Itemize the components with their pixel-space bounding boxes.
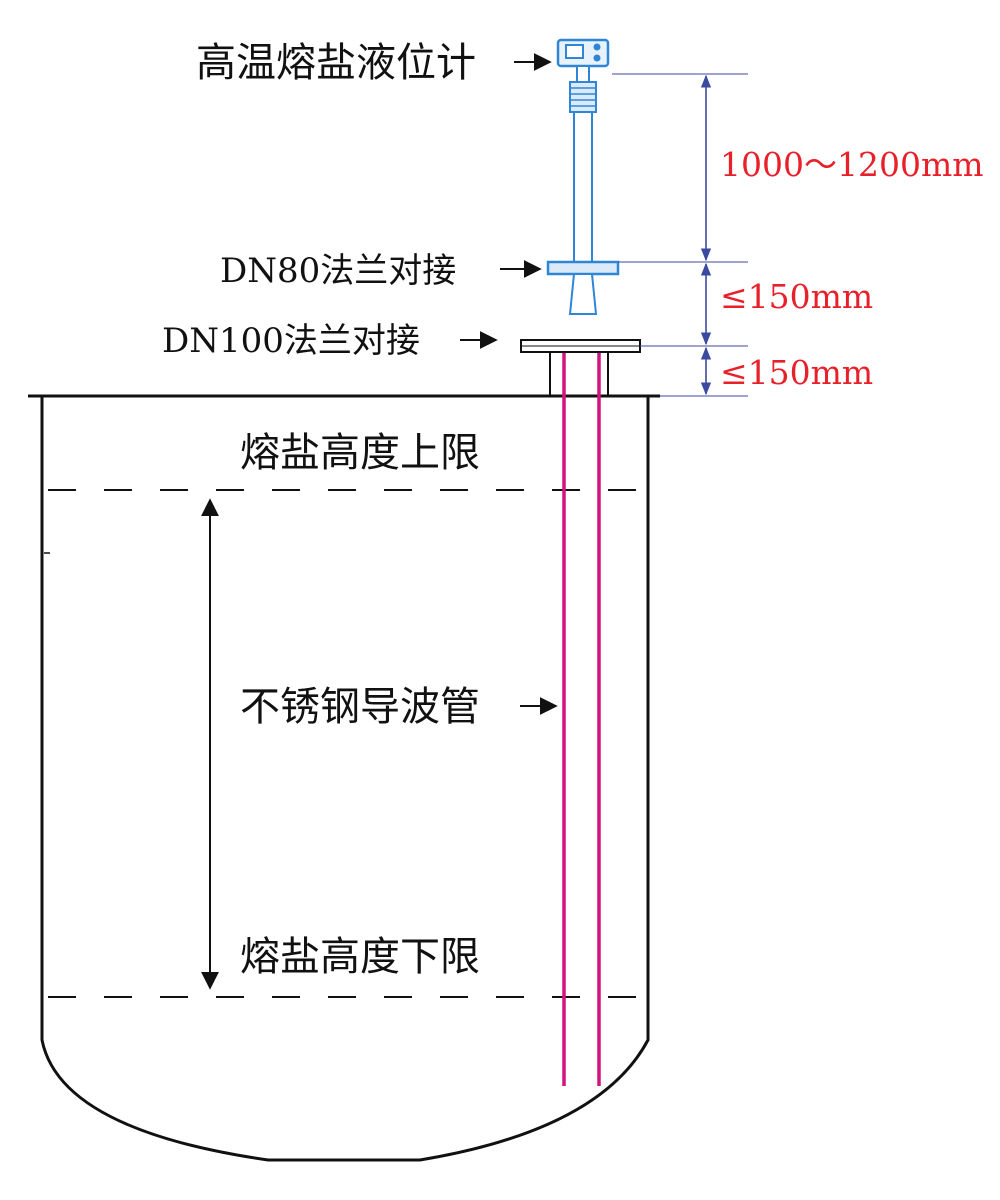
instrument-neck [576,65,590,83]
tank-outline [40,396,650,1162]
probe-length-text: 1000～1200mm [720,145,984,184]
dn80-flange [546,260,620,276]
guide-tube [562,340,601,1086]
display-window-icon [565,44,584,59]
dn80-flange-label: DN80法兰对接 [220,251,456,291]
dimension-extension-lines [612,73,748,397]
button-icon [593,54,601,62]
button-icon [593,43,601,51]
horn-antenna [568,273,598,315]
lower-limit-label: 熔盐高度下限 [240,934,480,980]
probe-stem [573,111,593,263]
dn100-flange-label: DN100法兰对接 [162,321,420,361]
thread-section [569,81,597,113]
level-meter-label: 高温熔盐液位计 [196,40,476,86]
flange-gap-text: ≤150mm [720,277,873,316]
level-meter-instrument [546,38,620,315]
nozzle-height-text: ≤150mm [720,353,873,392]
guide-tube-label: 不锈钢导波管 [240,684,480,730]
upper-limit-label: 熔盐高度上限 [240,430,480,476]
